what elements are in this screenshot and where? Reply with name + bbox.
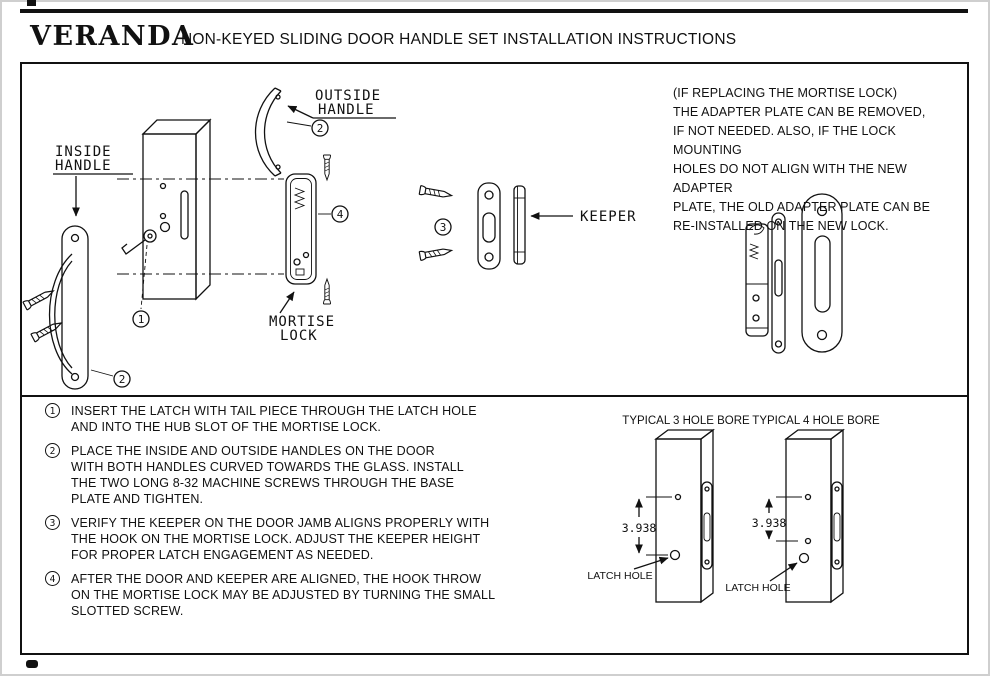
note-line: HOLES DO NOT ALIGN WITH THE NEW ADAPTER [673, 162, 907, 195]
bore-right-title: TYPICAL 4 HOLE BORE [752, 415, 880, 427]
exploded-diagram: INSIDE HANDLE [22, 87, 843, 390]
step-line: AND INTO THE HUB SLOT OF THE MORTISE LOC… [71, 420, 382, 434]
step-line: INSERT THE LATCH WITH TAIL PIECE THROUGH… [71, 404, 477, 418]
step-line: PLATE AND TIGHTEN. [71, 492, 204, 506]
callout-2-outside: 2 [286, 119, 329, 137]
bore-dimension-value: 3.938 [622, 521, 657, 535]
callout-1-number: 1 [138, 313, 145, 326]
instruction-step: 3 VERIFY THE KEEPER ON THE DOOR JAMB ALI… [45, 515, 515, 563]
mortise-lock-drawing [285, 154, 331, 305]
instruction-steps: 1 INSERT THE LATCH WITH TAIL PIECE THROU… [45, 403, 515, 627]
step-line: PLACE THE INSIDE AND OUTSIDE HANDLES ON … [71, 444, 435, 458]
latch-tail-piece-drawing [121, 221, 171, 310]
scan-mark [27, 0, 36, 6]
keeper-screw-icon [418, 245, 453, 262]
instructions-section: 1 INSERT THE LATCH WITH TAIL PIECE THROU… [22, 395, 967, 655]
bore-left-title: TYPICAL 3 HOLE BORE [622, 415, 750, 427]
mortise-lock-label: MORTISE LOCK [269, 291, 335, 344]
inside-handle-label-line2: HANDLE [55, 158, 112, 174]
instruction-step: 4 AFTER THE DOOR AND KEEPER ARE ALIGNED,… [45, 571, 515, 619]
step-line: AFTER THE DOOR AND KEEPER ARE ALIGNED, T… [71, 572, 482, 586]
keeper-drawing [477, 182, 526, 270]
mortise-lock-note: (IF REPLACING THE MORTISE LOCK) THE ADAP… [673, 84, 963, 236]
brand-logo: VERANDA [30, 21, 195, 52]
outside-handle-drawing [255, 87, 282, 177]
callout-2-number: 2 [119, 373, 126, 386]
step-line: THE HOOK ON THE MORTISE LOCK. ADJUST THE… [71, 532, 481, 546]
step-number-badge: 1 [45, 403, 60, 418]
main-frame: INSIDE HANDLE [20, 62, 969, 655]
inside-handle-label: INSIDE HANDLE [53, 144, 133, 217]
step-number-badge: 4 [45, 571, 60, 586]
note-line: PLATE, THE OLD ADAPTER PLATE CAN BE [673, 200, 931, 214]
bore-dimension-value: 3.938 [752, 516, 787, 530]
callout-2-inside: 2 [90, 369, 131, 388]
step-line: THE TWO LONG 8-32 MACHINE SCREWS THROUGH… [71, 476, 455, 490]
step-line: SLOTTED SCREW. [71, 604, 184, 618]
callout-3-number: 3 [440, 221, 447, 234]
four-hole-bore-drawing: 3.938 LATCH HOLE [725, 428, 845, 604]
outside-handle-label: OUTSIDE HANDLE [287, 88, 396, 119]
mortise-lock-label-line1: MORTISE [269, 314, 335, 330]
door-panel-drawing [141, 118, 212, 301]
note-line: THE ADAPTER PLATE CAN BE REMOVED, [673, 105, 926, 119]
note-line: IF NOT NEEDED. ALSO, IF THE LOCK MOUNTIN… [673, 124, 896, 157]
step-number-badge: 3 [45, 515, 60, 530]
keeper-label: KEEPER [530, 209, 637, 225]
note-line: RE-INSTALLED ON THE NEW LOCK. [673, 219, 889, 233]
header-rule [20, 9, 968, 13]
replacement-lock-drawing [745, 212, 786, 354]
step-line: VERIFY THE KEEPER ON THE DOOR JAMB ALIGN… [71, 516, 490, 530]
latch-hole-label: LATCH HOLE [725, 582, 790, 594]
callout-4: 4 [318, 205, 349, 223]
three-hole-bore-drawing: 3.938 LATCH HOLE [587, 428, 715, 604]
outside-handle-label-line1: OUTSIDE [315, 88, 381, 104]
callout-1: 1 [132, 310, 150, 328]
instruction-step: 1 INSERT THE LATCH WITH TAIL PIECE THROU… [45, 403, 515, 435]
mortise-lock-label-line2: LOCK [280, 328, 318, 344]
note-line: (IF REPLACING THE MORTISE LOCK) [673, 86, 898, 100]
step-line: FOR PROPER LATCH ENGAGEMENT AS NEEDED. [71, 548, 374, 562]
latch-hole-label: LATCH HOLE [587, 570, 652, 582]
lock-screw-icon [323, 154, 331, 181]
inside-handle-label-line1: INSIDE [55, 144, 112, 160]
lock-screw-icon [323, 278, 331, 305]
callout-2-number: 2 [317, 122, 324, 135]
callout-3: 3 [434, 218, 452, 236]
callout-4-number: 4 [337, 208, 344, 221]
bore-diagram: TYPICAL 3 HOLE BORE TYPICAL 4 HOLE BORE [587, 415, 880, 604]
step-number-badge: 2 [45, 443, 60, 458]
step-line: ON THE MORTISE LOCK MAY BE ADJUSTED BY T… [71, 588, 496, 602]
page-title: NON-KEYED SLIDING DOOR HANDLE SET INSTAL… [181, 31, 737, 48]
handle-screw-icon [30, 318, 64, 343]
scan-mark [26, 660, 38, 668]
keeper-screw-icon [418, 184, 453, 201]
diagram-section: INSIDE HANDLE [22, 64, 967, 395]
outside-handle-label-line2: HANDLE [318, 102, 375, 118]
instruction-step: 2 PLACE THE INSIDE AND OUTSIDE HANDLES O… [45, 443, 515, 507]
projection-centerlines [117, 178, 284, 275]
keeper-label-text: KEEPER [580, 209, 637, 225]
step-line: WITH BOTH HANDLES CURVED TOWARDS THE GLA… [71, 460, 464, 474]
adapter-plate-drawing [801, 193, 843, 353]
inside-handle-drawing [22, 225, 89, 390]
